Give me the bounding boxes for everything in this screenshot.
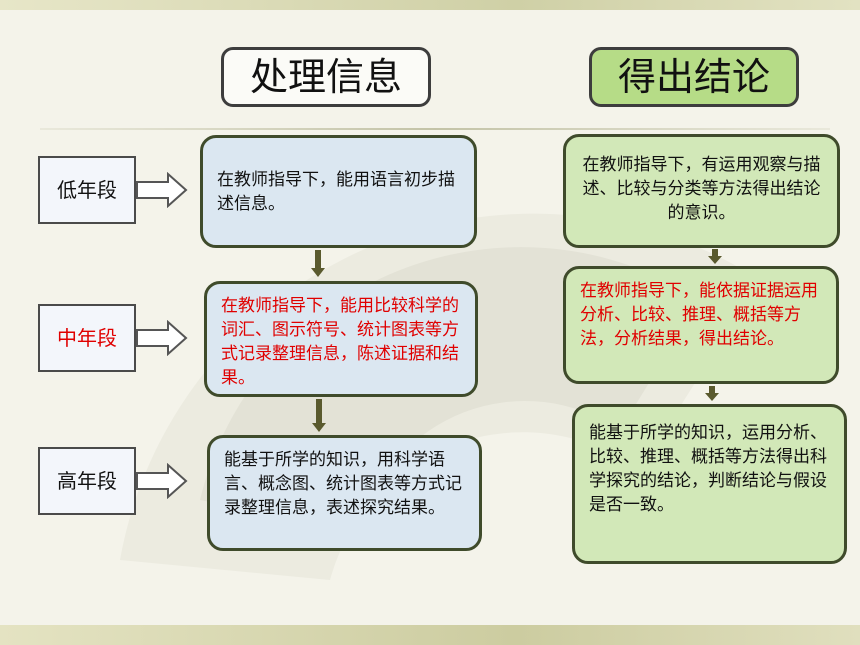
grade-low: 低年段 [38, 156, 136, 224]
title-process-info: 处理信息 [221, 47, 431, 107]
conclusion-high: 能基于所学的知识，运用分析、比较、推理、概括等方法得出科学探究的结论，判断结论与… [572, 404, 847, 564]
process-info-low: 在教师指导下，能用语言初步描述信息。 [200, 135, 477, 248]
header-divider [40, 128, 830, 130]
right-arrow-icon [136, 463, 188, 499]
right-arrow-icon [136, 172, 188, 208]
down-arrow-icon [312, 399, 326, 432]
conclusion-low: 在教师指导下，有运用观察与描述、比较与分类等方法得出结论的意识。 [563, 134, 840, 248]
right-arrow-icon [136, 320, 188, 356]
down-arrow-icon [311, 250, 325, 277]
title-draw-conclusion: 得出结论 [589, 47, 799, 107]
top-decor-bar [0, 0, 860, 10]
conclusion-middle: 在教师指导下，能依据证据运用分析、比较、推理、概括等方法，分析结果，得出结论。 [563, 266, 839, 384]
process-info-high: 能基于所学的知识，用科学语言、概念图、统计图表等方式记录整理信息，表述探究结果。 [207, 435, 482, 551]
down-arrow-icon [708, 249, 722, 264]
grade-middle: 中年段 [38, 304, 136, 372]
process-info-middle: 在教师指导下，能用比较科学的词汇、图示符号、统计图表等方式记录整理信息，陈述证据… [204, 281, 478, 397]
grade-high: 高年段 [38, 447, 136, 515]
down-arrow-icon [705, 386, 719, 401]
bottom-decor-bar [0, 625, 860, 645]
